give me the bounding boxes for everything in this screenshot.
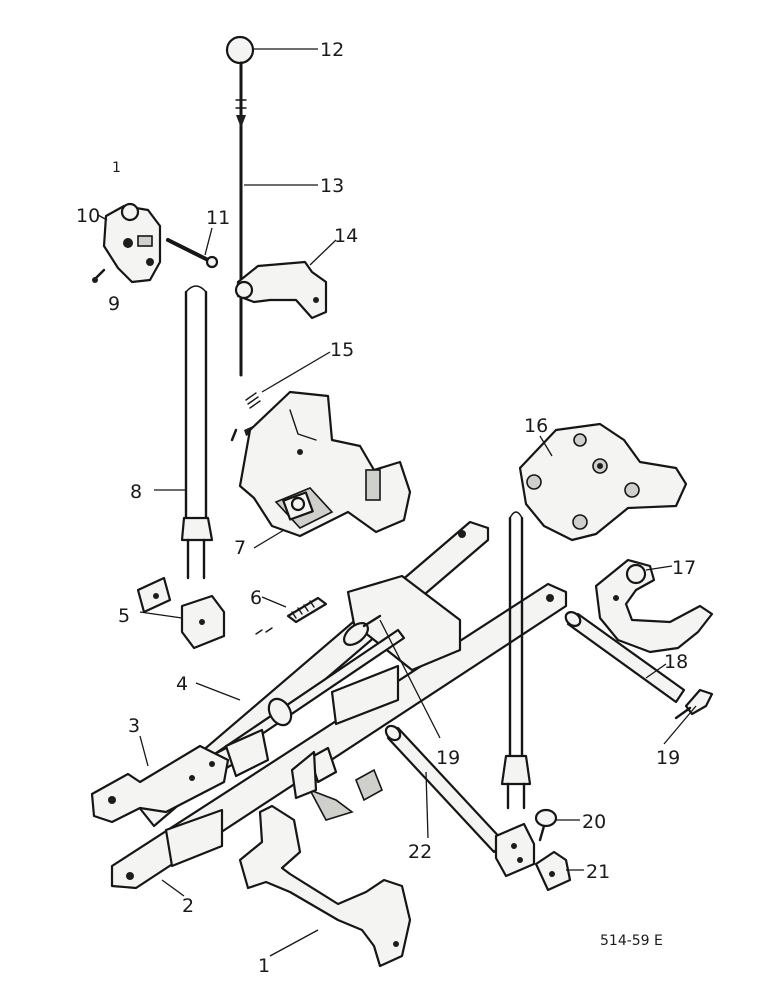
callout-2: 2 [182,895,194,917]
fork-rod-left [154,285,214,580]
callout-17: 17 [672,557,696,579]
callout-1: 1 [258,955,270,977]
curved-lever [594,558,714,654]
callout-13: 13 [320,175,344,197]
callout-16: 16 [524,415,548,437]
mounting-plate [518,422,688,542]
lever-plate [97,202,162,284]
callout-4: 4 [176,673,188,695]
figure-code: 514-59 E [600,933,663,949]
callout-11: 11 [206,207,230,229]
selector-fork [238,804,412,968]
cross-shaft [384,724,506,854]
shaft-part [564,611,686,704]
callout-15: 15 [330,339,354,361]
pin-part [166,227,219,269]
knob-part [225,35,318,65]
block-right [494,822,584,892]
clip-right [663,688,714,745]
callout-14: 14 [334,225,358,247]
spring-part [255,596,328,635]
main-rail [110,582,568,897]
callout-9: 9 [108,293,120,315]
fork-rod-right [500,511,532,810]
gate-housing [238,390,412,549]
callout-3: 3 [128,715,140,737]
callout-20: 20 [582,811,606,833]
callout-18: 18 [664,651,688,673]
block-parts [136,576,226,650]
callout-19-middle: 19 [436,747,460,769]
callout-10: 10 [76,205,100,227]
lever-bracket [234,239,337,320]
bracket-left [90,735,230,824]
sheet-marker: 1 [112,160,121,176]
callout-labels: 1 12 13 14 11 10 9 15 8 16 7 17 6 5 18 4… [76,39,696,977]
callout-7: 7 [234,537,246,559]
callout-19-right: 19 [656,747,680,769]
shift-lever-rod [235,61,318,377]
callout-6: 6 [250,587,262,609]
callout-5: 5 [118,605,130,627]
callout-8: 8 [130,481,142,503]
callout-22: 22 [408,841,432,863]
callout-12: 12 [320,39,344,61]
callout-21: 21 [586,861,610,883]
clip-middle [343,614,441,739]
screw-part [92,268,106,283]
ring-clip [534,808,580,842]
